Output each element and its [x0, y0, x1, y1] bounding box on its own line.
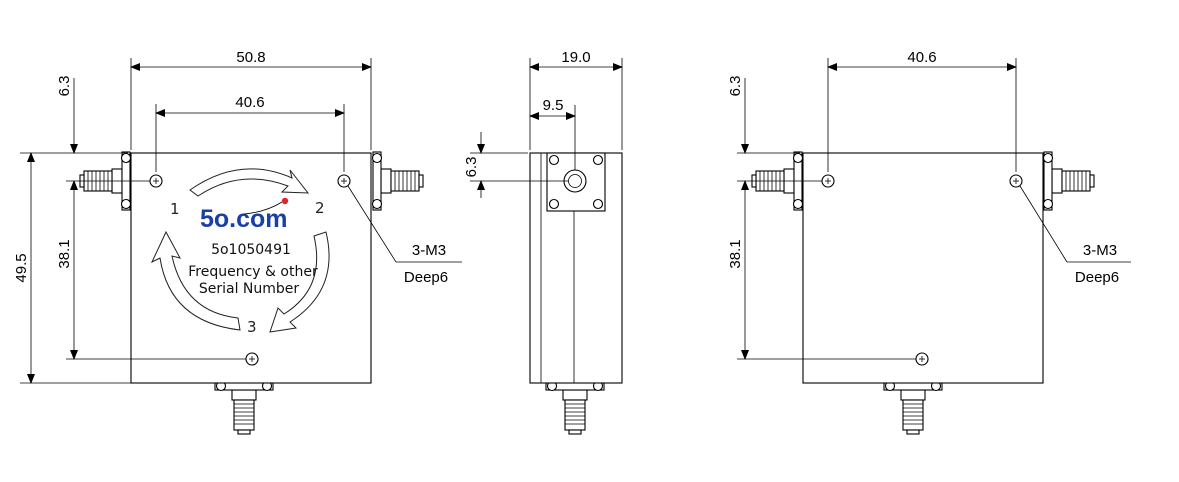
circulation-arrow-left	[150, 230, 241, 331]
front-hole-bottom	[245, 352, 259, 366]
back-hole-bottom	[915, 352, 929, 366]
front-hole-note-1: 3-M3	[412, 242, 446, 259]
front-hole-left	[149, 174, 163, 188]
back-hole-span-dim: 40.6	[907, 49, 936, 66]
back-hole-right	[1009, 174, 1023, 188]
front-port2-flange	[371, 151, 383, 211]
front-top-offset-dim: 6.3	[56, 76, 73, 97]
back-hole-note-1: 3-M3	[1083, 242, 1117, 259]
model-number: 5o1050491	[211, 242, 291, 258]
circulation-arrow-right	[269, 231, 330, 333]
back-view: 40.6 6.3 38.1 3-M3 Deep6	[727, 49, 1131, 435]
back-bottom-connector	[900, 389, 926, 435]
back-body	[802, 152, 1044, 384]
front-height-dim: 49.5	[13, 253, 30, 282]
port-label-2: 2	[315, 199, 325, 217]
circulation-arrow-top	[189, 168, 310, 197]
brand-logo-swoosh	[243, 201, 283, 215]
port-label-3: 3	[247, 318, 257, 336]
back-hole-vertical-dim: 38.1	[727, 239, 744, 268]
label-line-2: Serial Number	[199, 281, 300, 297]
side-bottom-connector	[562, 389, 588, 435]
back-hole-note-2: Deep6	[1075, 269, 1119, 286]
front-width-dim: 50.8	[236, 49, 265, 66]
front-hole-vertical-dim: 38.1	[56, 239, 73, 268]
side-connector-offset-dim: 9.5	[543, 97, 564, 114]
back-right-flange	[1042, 151, 1054, 211]
back-right-connector	[1051, 168, 1095, 194]
brand-logo-dot	[281, 197, 289, 205]
side-connector-height-dim: 6.3	[463, 157, 480, 178]
back-hole-left	[821, 174, 835, 188]
front-view: 1 2 3 5o.com 5o1050491 Frequency & other…	[13, 49, 462, 435]
front-port2-connector	[380, 168, 424, 194]
port-label-1: 1	[170, 200, 180, 218]
front-port3-connector	[231, 389, 257, 435]
front-hole-span-dim: 40.6	[235, 94, 264, 111]
label-line-1: Frequency & other	[188, 264, 318, 280]
side-view: 19.0 9.5 6.3	[463, 49, 623, 435]
front-hole-right	[337, 174, 351, 188]
front-hole-note-2: Deep6	[404, 269, 448, 286]
back-top-offset-dim: 6.3	[727, 76, 744, 97]
brand-logo: 5o.com	[200, 205, 288, 233]
side-depth-dim: 19.0	[561, 49, 590, 66]
